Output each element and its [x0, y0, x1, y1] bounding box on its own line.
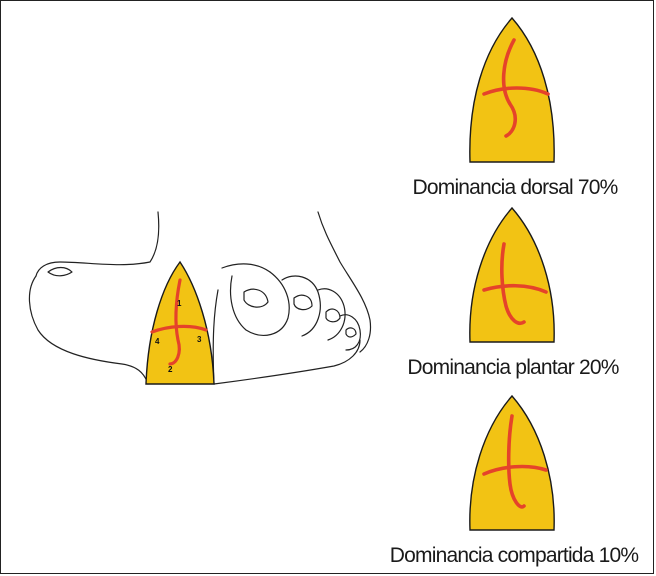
marker-2: 2 [168, 365, 173, 374]
flap-plantar [470, 208, 554, 342]
flap-shared [470, 396, 554, 530]
caption-dorsal-dominance: Dominancia dorsal 70% [400, 176, 630, 200]
flap-dorsal [470, 18, 554, 162]
marker-3: 3 [197, 335, 202, 344]
caption-shared-dominance: Dominancia compartida 10% [384, 544, 644, 568]
foot-flap: 1 2 3 4 [146, 262, 214, 384]
marker-4: 4 [155, 337, 160, 346]
marker-1: 1 [177, 299, 182, 308]
caption-plantar-dominance: Dominancia plantar 20% [398, 356, 628, 380]
